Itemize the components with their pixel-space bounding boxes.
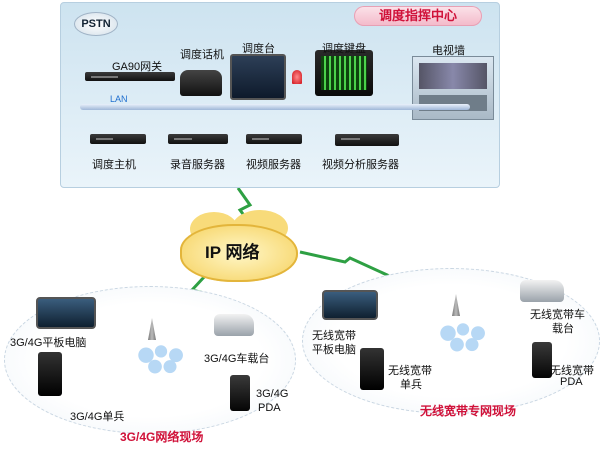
right-base-station-icon: [452, 294, 460, 316]
desk-phone-icon: [180, 70, 222, 96]
video-server-icon: [246, 134, 302, 144]
dispatch-center-title: 调度指挥中心: [354, 6, 482, 26]
dispatch-keyboard-icon: [315, 50, 373, 96]
right-vehicle-icon: [520, 280, 564, 302]
dispatch-host-icon: [90, 134, 146, 144]
right-vehicle-label-2: 载台: [552, 323, 574, 335]
left-site-title: 3G/4G网络现场: [120, 430, 204, 444]
right-site-title: 无线宽带专网现场: [420, 404, 517, 418]
left-pda-label-2: PDA: [258, 402, 281, 414]
right-soldier-label-2: 单兵: [400, 379, 422, 391]
right-tablet-label-2: 平板电脑: [312, 344, 356, 356]
console-label: 调度台: [242, 43, 275, 55]
alarm-light-icon: [292, 70, 302, 84]
analytics-server-label: 视频分析服务器: [322, 159, 399, 171]
left-pda-icon: [230, 375, 250, 411]
left-soldier-label: 3G/4G单兵: [70, 411, 125, 423]
tv-wall-icon: [412, 56, 494, 120]
left-base-station-icon: [148, 318, 156, 340]
dispatch-console-icon: [230, 54, 286, 100]
left-soldier-device-icon: [38, 352, 62, 396]
video-server-label: 视频服务器: [246, 159, 301, 171]
right-vehicle-label-1: 无线宽带车: [530, 309, 585, 321]
ip-network-label: IP 网络: [205, 243, 260, 262]
left-tablet-label: 3G/4G平板电脑: [10, 337, 87, 349]
right-tablet-label-1: 无线宽带: [312, 330, 356, 342]
phone-label: 调度话机: [180, 49, 224, 61]
gateway-label: GA90网关: [112, 61, 163, 73]
right-pda-icon: [532, 342, 552, 378]
tv-wall-label: 电视墙: [432, 45, 465, 57]
host-label: 调度主机: [92, 159, 136, 171]
right-pda-label-2: PDA: [560, 376, 583, 388]
right-cell-coverage-icon: [436, 318, 496, 356]
right-pda-label-1: 无线宽带: [550, 365, 594, 377]
right-tablet-icon: [322, 290, 378, 320]
keyboard-label: 调度键盘: [322, 43, 366, 55]
tablet-icon: [36, 297, 96, 329]
gateway-device-icon: [85, 72, 175, 81]
left-vehicle-icon: [214, 314, 254, 336]
left-cell-coverage-icon: [134, 340, 194, 378]
right-soldier-device-icon: [360, 348, 384, 390]
lan-bus: [80, 104, 470, 110]
left-vehicle-label: 3G/4G车载台: [204, 353, 270, 365]
left-pda-label-1: 3G/4G: [256, 388, 289, 400]
ip-network-cloud: [180, 224, 298, 282]
right-soldier-label-1: 无线宽带: [388, 365, 432, 377]
pstn-cloud: PSTN: [74, 12, 118, 36]
video-analytics-server-icon: [335, 134, 399, 146]
recorder-label: 录音服务器: [170, 159, 225, 171]
recording-server-icon: [168, 134, 228, 144]
lan-label: LAN: [110, 94, 128, 104]
